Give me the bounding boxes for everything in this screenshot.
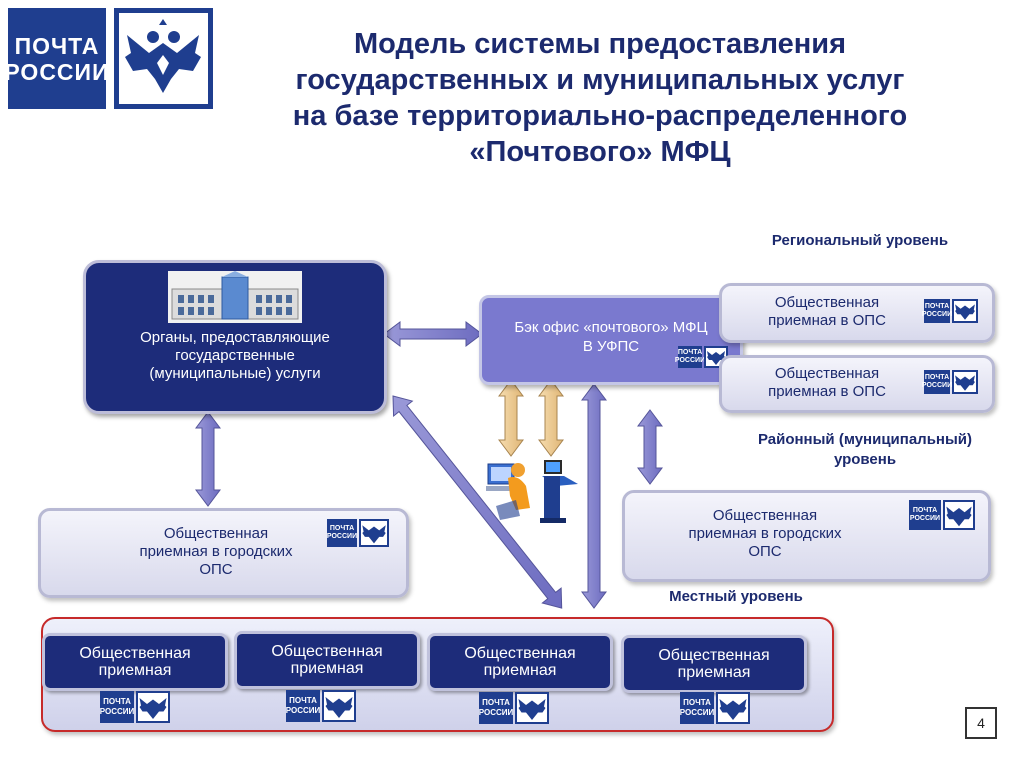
city-right-line-1: Общественная: [712, 507, 818, 524]
arrow-authorities-local: [392, 395, 563, 609]
logo-line-1: ПОЧТА: [14, 32, 100, 59]
page-title: Модель системы предоставления государств…: [220, 26, 980, 170]
title-line-4: «Почтового» МФЦ: [469, 136, 731, 168]
local-office-1-line-1: Общественная: [79, 645, 191, 662]
local-office-2-line-1: Общественная: [271, 643, 383, 660]
eagle-icon: [322, 690, 356, 722]
title-line-1: Модель системы предоставления: [353, 28, 847, 60]
arrow-backoffice-client-2: [538, 379, 564, 457]
city-office-right: Общественная приемная в городских ОПС ПО…: [622, 490, 991, 582]
authorities-line-3: (муниципальные) услуги: [149, 365, 321, 382]
arrow-authorities-city: [195, 411, 221, 507]
regional-office-2-line-2: приемная в ОПС: [768, 383, 886, 400]
back-office-line-2: В УФПС: [582, 338, 640, 355]
eagle-icon: [359, 519, 389, 547]
authorities-text: Органы, предоставляющие государственные …: [86, 329, 384, 383]
local-office-3-line-1: Общественная: [464, 645, 576, 662]
eagle-icon: [952, 299, 978, 323]
eagle-icon: [515, 692, 549, 724]
authorities-line-2: государственные: [175, 347, 295, 364]
local-office-2-line-2: приемная: [290, 660, 364, 677]
regional-level-label: Региональный уровень: [771, 232, 949, 249]
eagle-icon: [716, 692, 750, 724]
local-office-3-line-2: приемная: [483, 662, 557, 679]
district-label-line-1: Районный (муниципальный): [757, 431, 973, 448]
city-right-line-2: приемная в городских: [688, 525, 842, 542]
pochta-rossii-logo: ПОЧТА РОССИИ: [4, 8, 109, 109]
regional-office-2-line-1: Общественная: [774, 365, 880, 382]
title-line-3: на базе территориально-распределенного: [292, 100, 908, 132]
city-office-left: Общественная приемная в городских ОПС ПО…: [38, 508, 409, 598]
district-level-label: Районный (муниципальный) уровень: [710, 430, 1020, 470]
local-office-4-line-1: Общественная: [658, 647, 770, 664]
regional-office-1-line-1: Общественная: [774, 294, 880, 311]
eagle-emblem-icon: [114, 8, 213, 109]
local-level-label: Местный уровень: [669, 588, 803, 605]
district-label-line-2: уровень: [833, 451, 897, 468]
eagle-icon: [136, 691, 170, 723]
authorities-box: Органы, предоставляющие государственные …: [83, 260, 387, 414]
city-left-line-3: ОПС: [199, 561, 233, 578]
back-office-line-1: Бэк офис «почтового» МФЦ: [514, 319, 708, 336]
arrow-backoffice-client-1: [498, 379, 524, 457]
city-left-line-2: приемная в городских: [139, 543, 293, 560]
local-office-4-line-2: приемная: [677, 664, 751, 681]
client-terminal-icon: [486, 460, 578, 523]
city-left-line-1: Общественная: [163, 525, 269, 542]
regional-office-1-line-2: приемная в ОПС: [768, 312, 886, 329]
local-office-1-line-2: приемная: [98, 662, 172, 679]
city-right-line-3: ОПС: [748, 543, 782, 560]
eagle-icon: [943, 500, 975, 530]
title-line-2: государственных и муниципальных услуг: [295, 64, 905, 96]
authorities-line-1: Органы, предоставляющие: [140, 329, 330, 346]
arrow-backoffice-local: [581, 383, 607, 609]
arrow-authorities-backoffice: [383, 321, 483, 347]
government-building-icon: [168, 271, 302, 323]
page-number: 4: [965, 707, 997, 739]
eagle-icon: [952, 370, 978, 394]
logo-line-2: РОССИИ: [4, 58, 110, 85]
arrow-regional-city: [637, 409, 663, 485]
